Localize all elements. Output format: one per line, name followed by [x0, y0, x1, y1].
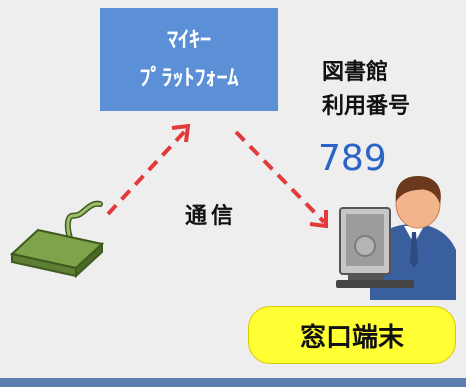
arrow-device-to-platform [106, 128, 188, 216]
library-number-label: 図書館 利用番号 [322, 56, 432, 124]
terminal-label-box: 窓口端末 [248, 306, 456, 364]
office-worker-icon [336, 176, 456, 300]
library-label-line1: 図書館 [322, 60, 389, 85]
platform-box: ﾏｲｷｰ ﾌﾟﾗｯﾄﾌｫｰﾑ [100, 8, 278, 111]
communication-label: 通信 [185, 204, 238, 229]
bottom-bar [0, 378, 466, 387]
card-reader-icon [9, 200, 105, 279]
arrowhead-down [309, 210, 328, 229]
arrowhead-up [171, 123, 191, 143]
arrow-platform-to-terminal [234, 130, 326, 224]
platform-label-line1: ﾏｲｷｰ [166, 27, 211, 53]
library-number-value: 789 [318, 138, 387, 179]
terminal-label: 窓口端末 [299, 322, 404, 353]
library-label-line2: 利用番号 [322, 94, 411, 119]
platform-label-line2: ﾌﾟﾗｯﾄﾌｫｰﾑ [139, 65, 239, 91]
